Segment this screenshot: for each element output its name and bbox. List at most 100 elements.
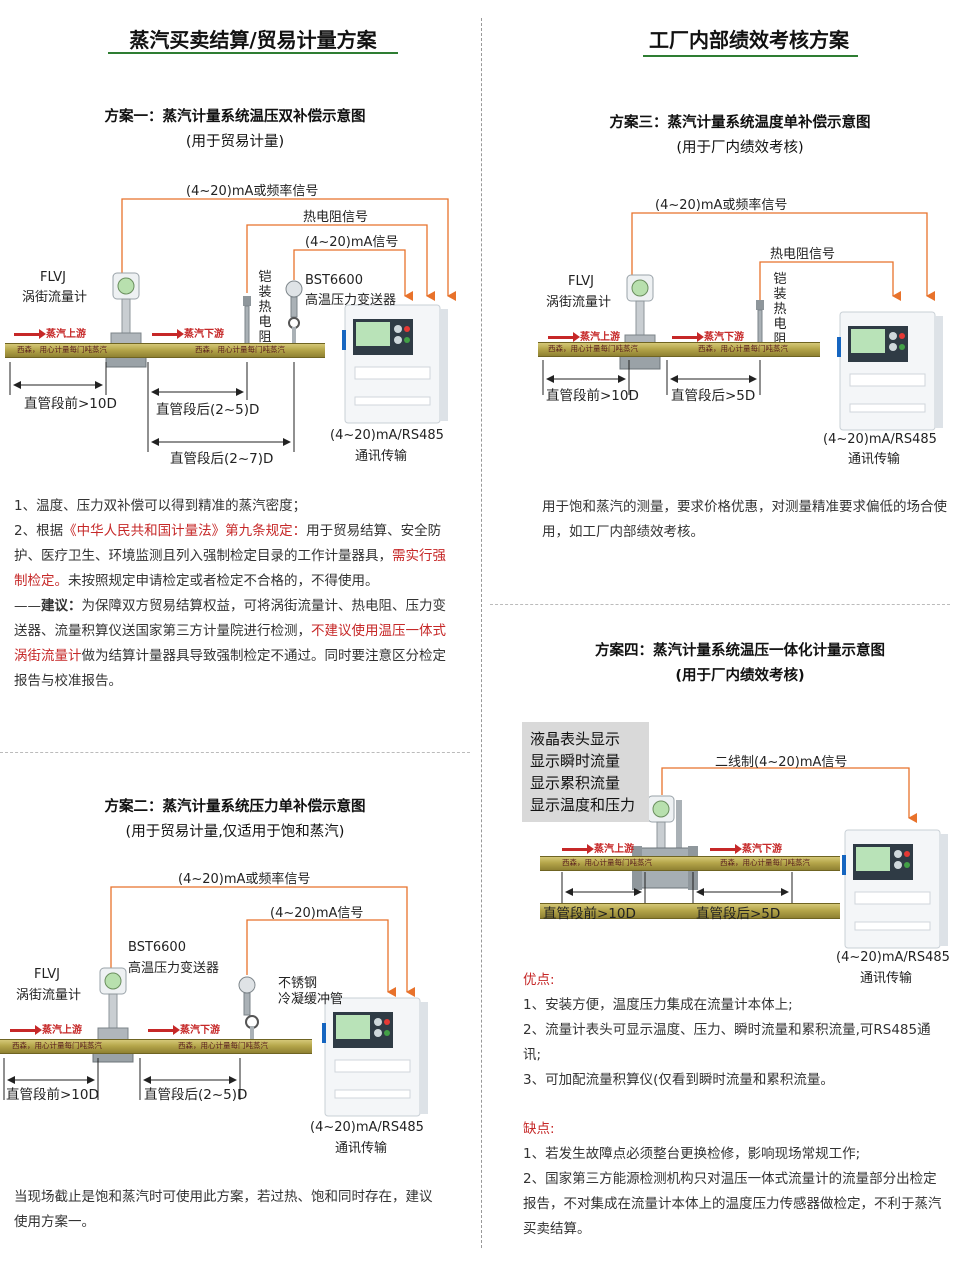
scheme1-comm2: 通讯传输 — [355, 449, 408, 464]
scheme3-comm2: 通讯传输 — [848, 452, 901, 467]
scheme4-pros: 优点: 1、安装方便，温度压力集成在流量计本体上; 2、流量计表头可显示温度、压… — [523, 968, 948, 1093]
scheme3-signal-rtd: 热电阻信号 — [770, 247, 836, 262]
scheme4-dim-post: 直管段后>5D — [696, 906, 781, 922]
scheme2-signal-ma: (4~20)mA信号 — [270, 906, 364, 921]
scheme2-title: 方案二：蒸汽计量系统压力单补偿示意图 — [104, 799, 366, 815]
flow-arrow-icon — [562, 843, 594, 854]
scheme1-title: 方案一：蒸汽计量系统温压双补偿示意图 — [104, 109, 366, 125]
flow-arrow-icon — [710, 843, 742, 854]
scheme1-meter-model: FLVJ — [40, 270, 67, 285]
scheme1-pipe: 西森，用心计量每门吨蒸汽 西森，用心计量每门吨蒸汽 — [5, 343, 325, 358]
scheme1-signal-freq: (4~20)mA或频率信号 — [186, 184, 319, 199]
scheme4-subtitle: (用于厂内绩效考核) — [675, 668, 805, 684]
scheme2-dim-pre: 直管段前>10D — [6, 1087, 99, 1103]
scheme2-dims — [3, 1058, 241, 1100]
scheme4-cons: 缺点: 1、若发生故障点必须整台更换检修，影响现场常规工作; 2、国家第三方能源… — [523, 1117, 948, 1242]
scheme1-signal-ma: (4~20)mA信号 — [305, 235, 399, 250]
divider-right — [490, 604, 950, 605]
scheme2-buffer-1: 不锈钢 — [278, 976, 318, 991]
left-header: 蒸汽买卖结算/贸易计量方案 — [129, 28, 377, 52]
scheme1-note-2: 2、根据《中华人民共和国计量法》第九条规定：用于贸易结算、安全防护、医疗卫生、环… — [14, 523, 446, 589]
scheme4-pipe-lower — [540, 903, 840, 919]
scheme1-transmitter-model: BST6600 — [305, 273, 363, 288]
divider-left — [0, 752, 470, 753]
scheme3-note: 用于饱和蒸汽的测量，要求价格优惠，对测量精准要求偏低的场合使用，如工厂内部绩效考… — [542, 499, 947, 540]
scheme4-upstream: 蒸汽上游 — [562, 840, 634, 855]
scheme3-dim-pre: 直管段前>10D — [546, 388, 639, 404]
scheme1-rtd-label: 铠装热电阻 — [258, 270, 272, 345]
scheme1-comm1: (4~20)mA/RS485 — [330, 428, 444, 443]
flow-arrow-icon — [10, 1024, 42, 1035]
scheme2-comm1: (4~20)mA/RS485 — [310, 1120, 424, 1135]
scheme4-dim-pre: 直管段前>10D — [543, 906, 636, 922]
feature-item: 显示温度和压力 — [530, 796, 636, 814]
cons-title: 缺点: — [523, 1121, 555, 1137]
scheme2-meter-model: FLVJ — [34, 967, 61, 982]
scheme4-lines — [661, 767, 917, 823]
scheme1-lines — [121, 198, 456, 301]
scheme1-dim-post2: 直管段后(2~7)D — [170, 451, 274, 467]
pros-item: 2、流量计表头可显示温度、压力、瞬时流量和累积流量,可RS485通讯; — [523, 1022, 931, 1063]
right-header: 工厂内部绩效考核方案 — [649, 28, 849, 52]
scheme2-signal-freq: (4~20)mA或频率信号 — [178, 872, 311, 887]
flow-arrow-icon — [148, 1024, 180, 1035]
left-header-underline — [108, 52, 398, 54]
scheme3-signal-freq: (4~20)mA或频率信号 — [655, 198, 788, 213]
scheme1-dim-post1: 直管段后(2~5)D — [156, 402, 260, 418]
scheme3-subtitle: (用于厂内绩效考核) — [676, 140, 804, 156]
scheme2-comm2: 通讯传输 — [335, 1141, 388, 1156]
scheme3-pipe: 西森，用心计量每门吨蒸汽 西森，用心计量每门吨蒸汽 — [538, 342, 820, 357]
scheme4-feature-box: 液晶表头显示 显示瞬时流量 显示累积流量 显示温度和压力 — [522, 722, 649, 822]
scheme1-dims — [9, 362, 295, 452]
scheme2-note: 当现场截止是饱和蒸汽时可使用此方案，若过热、饱和同时存在，建议使用方案一。 — [14, 1189, 433, 1230]
scheme3-upstream: 蒸汽上游 — [548, 328, 620, 343]
right-header-underline — [643, 55, 858, 57]
scheme3-rtd-label: 铠装热电阻 — [773, 272, 787, 347]
scheme3-comm1: (4~20)mA/RS485 — [823, 432, 937, 447]
scheme3-downstream: 蒸汽下游 — [672, 328, 744, 343]
cons-item: 2、国家第三方能源检测机构只对温压一体式流量计的流量部分出检定报告，不对集成在流… — [523, 1171, 942, 1237]
pros-item: 1、安装方便，温度压力集成在流量计本体上; — [523, 997, 793, 1013]
scheme1-signal-rtd: 热电阻信号 — [303, 210, 369, 225]
pros-item: 3、可加配流量积算仪(仅看到瞬时流量和累积流量。 — [523, 1072, 834, 1088]
flow-arrow-icon — [14, 328, 46, 339]
scheme2-lines — [110, 886, 415, 997]
scheme2-transmitter-name: 高温压力变送器 — [128, 961, 220, 976]
scheme1-note-1: 1、温度、压力双补偿可以得到精准的蒸汽密度； — [14, 498, 307, 514]
scheme2-dim-post: 直管段后(2~5)D — [144, 1087, 248, 1103]
cons-item: 1、若发生故障点必须整台更换检修，影响现场常规工作; — [523, 1146, 861, 1162]
pros-title: 优点: — [523, 972, 555, 988]
scheme1-downstream: 蒸汽下游 — [152, 325, 224, 340]
scheme2-pipe: 西森，用心计量每门吨蒸汽 西森，用心计量每门吨蒸汽 — [0, 1039, 312, 1054]
scheme3-meter-name: 涡街流量计 — [546, 295, 612, 310]
scheme3-dims — [542, 360, 761, 395]
scheme1-notes: 1、温度、压力双补偿可以得到精准的蒸汽密度； 2、根据《中华人民共和国计量法》第… — [14, 494, 454, 694]
scheme1-dim-pre: 直管段前>10D — [24, 396, 117, 412]
scheme4-pipe: 西森，用心计量每门吨蒸汽 西森，用心计量每门吨蒸汽 — [540, 856, 840, 871]
scheme4-downstream: 蒸汽下游 — [710, 840, 782, 855]
scheme3-title: 方案三：蒸汽计量系统温度单补偿示意图 — [609, 115, 871, 131]
scheme3-dim-post: 直管段后>5D — [671, 388, 756, 404]
scheme2-subtitle: (用于贸易计量,仅适用于饱和蒸汽) — [125, 824, 345, 840]
scheme4-signal: 二线制(4~20)mA信号 — [715, 755, 848, 770]
flow-arrow-icon — [548, 331, 580, 342]
scheme2-buffer-2: 冷凝缓冲管 — [278, 992, 344, 1007]
scheme2-transmitter — [238, 976, 259, 1040]
scheme4-comm1: (4~20)mA/RS485 — [836, 950, 950, 965]
scheme4-comm2: 通讯传输 — [860, 971, 913, 986]
feature-item: 显示瞬时流量 — [530, 752, 621, 770]
feature-item: 液晶表头显示 — [530, 730, 621, 748]
scheme3-meter-model: FLVJ — [568, 274, 595, 289]
scheme2-downstream: 蒸汽下游 — [148, 1021, 220, 1036]
scheme1-subtitle: (用于贸易计量) — [185, 134, 285, 150]
flow-arrow-icon — [152, 328, 184, 339]
feature-item: 显示累积流量 — [530, 774, 621, 792]
scheme1-meter-name: 涡街流量计 — [22, 290, 88, 305]
scheme4-title: 方案四：蒸汽计量系统温压一体化计量示意图 — [595, 643, 885, 659]
column-divider — [481, 18, 482, 1248]
scheme2-meter-name: 涡街流量计 — [16, 988, 82, 1003]
scheme2-transmitter-model: BST6600 — [128, 940, 186, 955]
scheme2-upstream: 蒸汽上游 — [10, 1021, 82, 1036]
scheme1-upstream: 蒸汽上游 — [14, 325, 86, 340]
scheme3-lines — [631, 212, 935, 301]
